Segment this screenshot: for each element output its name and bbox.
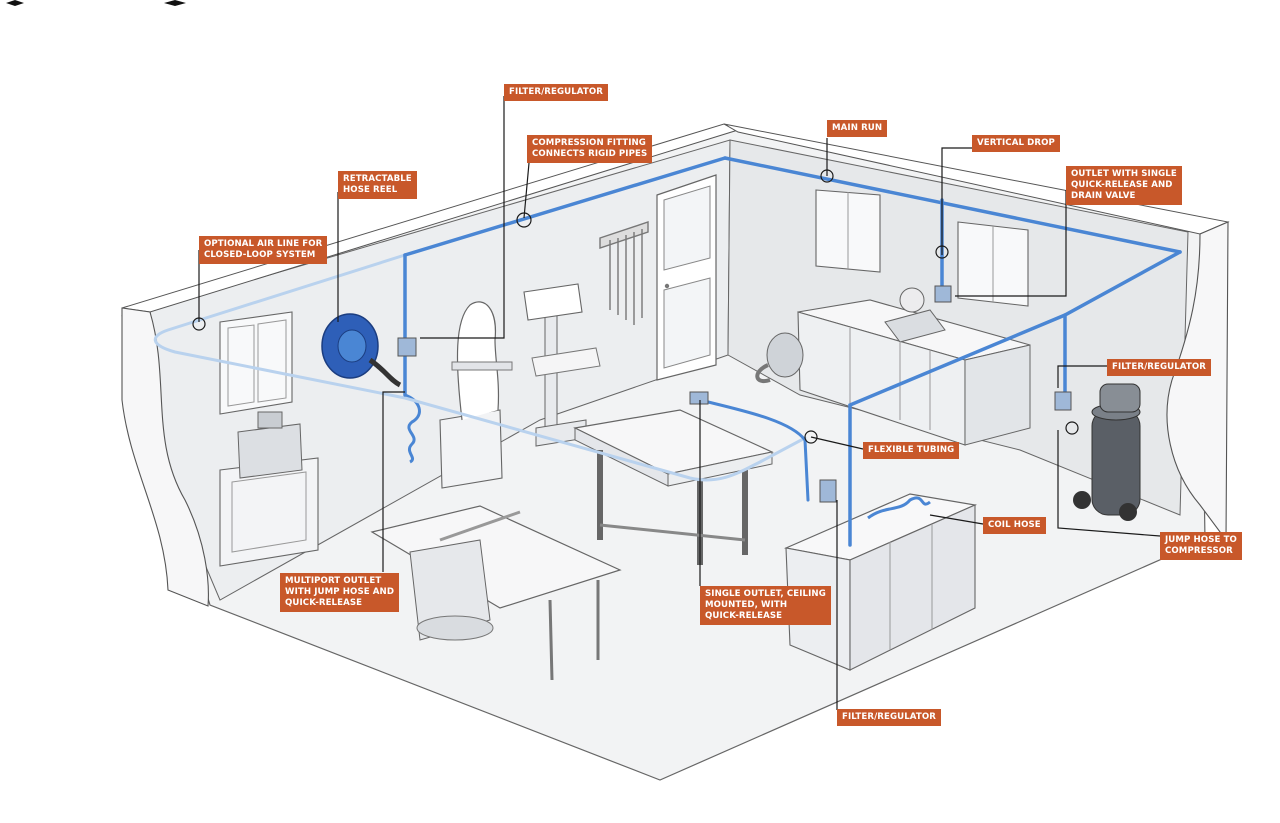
label-main-run: MAIN RUN [827,120,888,137]
label-filter-regulator-right: FILTER/REGULATOR [1107,359,1211,376]
label-filter-regulator-top: FILTER/REGULATOR [504,84,608,101]
miter-saw [884,287,946,343]
left-wall-cabinet [219,311,293,415]
ceiling-branch [848,250,1182,547]
shop-vac [755,332,804,384]
label-flexible-tubing: FLEXIBLE TUBING [863,442,960,459]
diamond-icon [164,0,186,6]
left-end-wall [121,307,209,607]
band-saw [439,301,513,489]
label-retractable-hose-reel: RETRACTABLE HOSE REEL [338,171,417,199]
door [656,174,717,381]
pipe-fittings [397,285,1072,503]
right-wall-cabinets [815,189,1029,307]
air-piping [153,156,1182,547]
clamp-rack [599,221,649,325]
right-end-wall [1166,221,1229,542]
label-coil-hose: COIL HOSE [983,517,1046,534]
diamond-icon [6,0,24,6]
label-compression-fitting: COMPRESSION FITTING CONNECTS RIGID PIPES [527,135,653,163]
mortiser-stand [219,411,319,567]
label-jump-hose-compressor: JUMP HOSE TO COMPRESSOR [1160,532,1242,560]
label-single-outlet-ceiling: SINGLE OUTLET, CEILING MOUNTED, WITH QUI… [700,586,831,625]
label-vertical-drop: VERTICAL DROP [972,135,1060,152]
label-multiport-outlet: MULTIPORT OUTLET WITH JUMP HOSE AND QUIC… [280,573,400,612]
main-run-left [403,156,727,257]
label-outlet-single-quick-release: OUTLET WITH SINGLE QUICK-RELEASE AND DRA… [1066,166,1182,205]
table-saw [370,505,622,681]
label-filter-regulator-bottom: FILTER/REGULATOR [837,709,941,726]
main-run-right [723,156,1182,254]
callout-circles [192,169,1079,444]
air-compressor [1073,383,1141,521]
label-optional-air-line: OPTIONAL AIR LINE FOR CLOSED-LOOP SYSTEM [199,236,328,264]
optional-loop-line [153,253,807,482]
retractable-hose-reel-graphic [321,313,421,464]
flexible-tubing-line [698,398,810,502]
